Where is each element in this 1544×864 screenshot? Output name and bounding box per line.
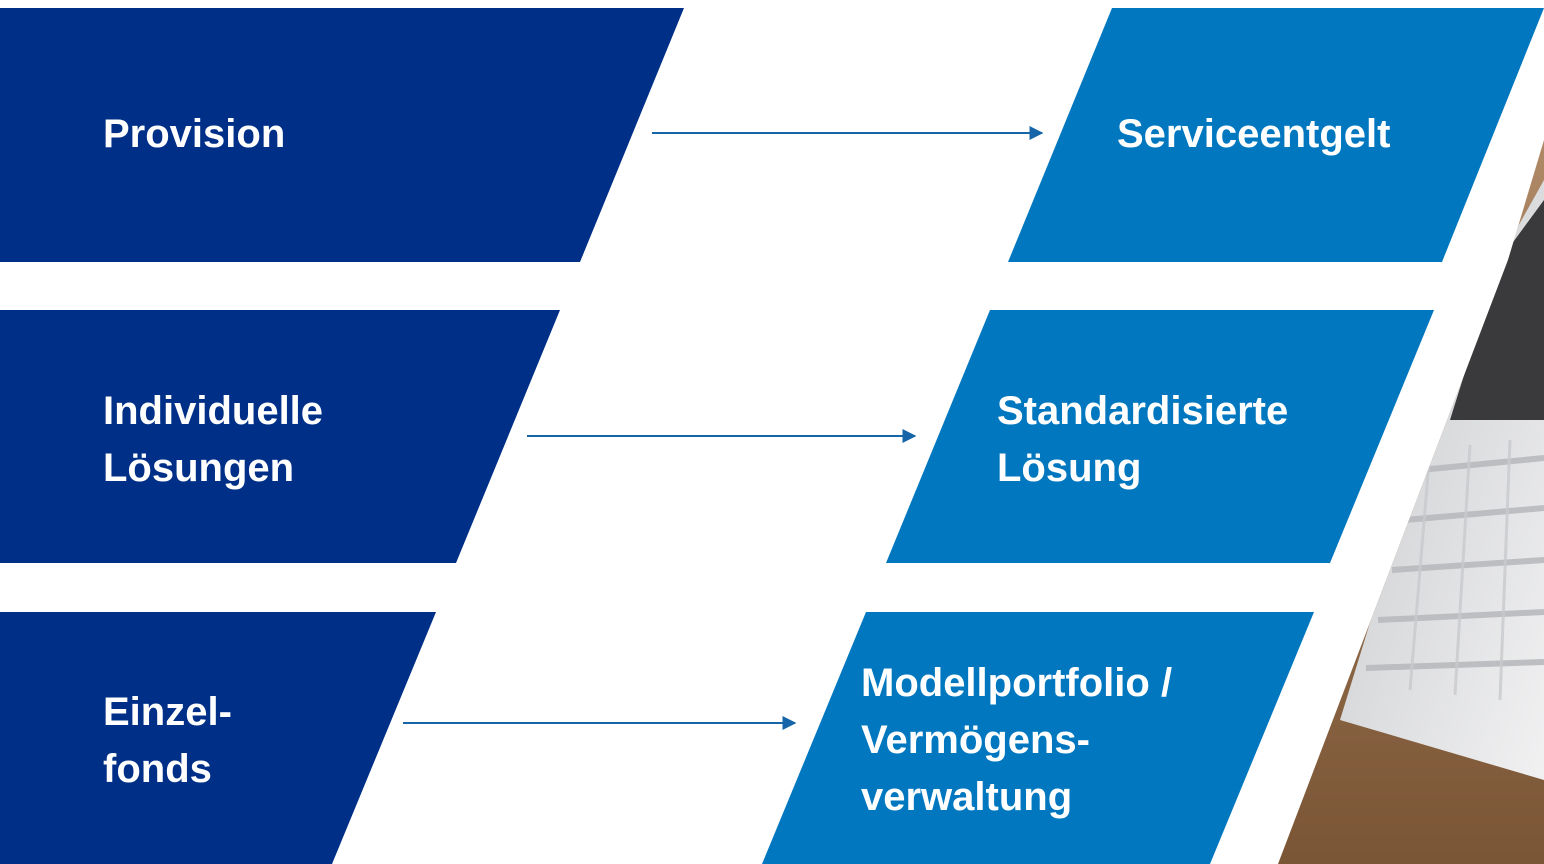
box-from-einzelfonds xyxy=(0,612,436,864)
label-modellportfolio: Modellportfolio / Vermögens- verwaltung xyxy=(861,661,1173,819)
label-einzelfonds: Einzel- fonds xyxy=(103,690,232,791)
box-to-standardisierte-loesung xyxy=(886,310,1434,563)
label-provision: Provision xyxy=(103,112,286,156)
box-to-modellportfolio xyxy=(762,612,1314,864)
label-serviceentgelt: Serviceentgelt xyxy=(1117,112,1391,156)
box-from-individuelle-loesungen xyxy=(0,310,560,563)
box-from-provision xyxy=(0,8,684,262)
label-standardisierte-loesung: Standardisierte Lösung xyxy=(997,389,1289,490)
box-to-serviceentgelt xyxy=(1008,8,1544,262)
label-individuelle-loesungen: Individuelle Lösungen xyxy=(103,389,324,490)
